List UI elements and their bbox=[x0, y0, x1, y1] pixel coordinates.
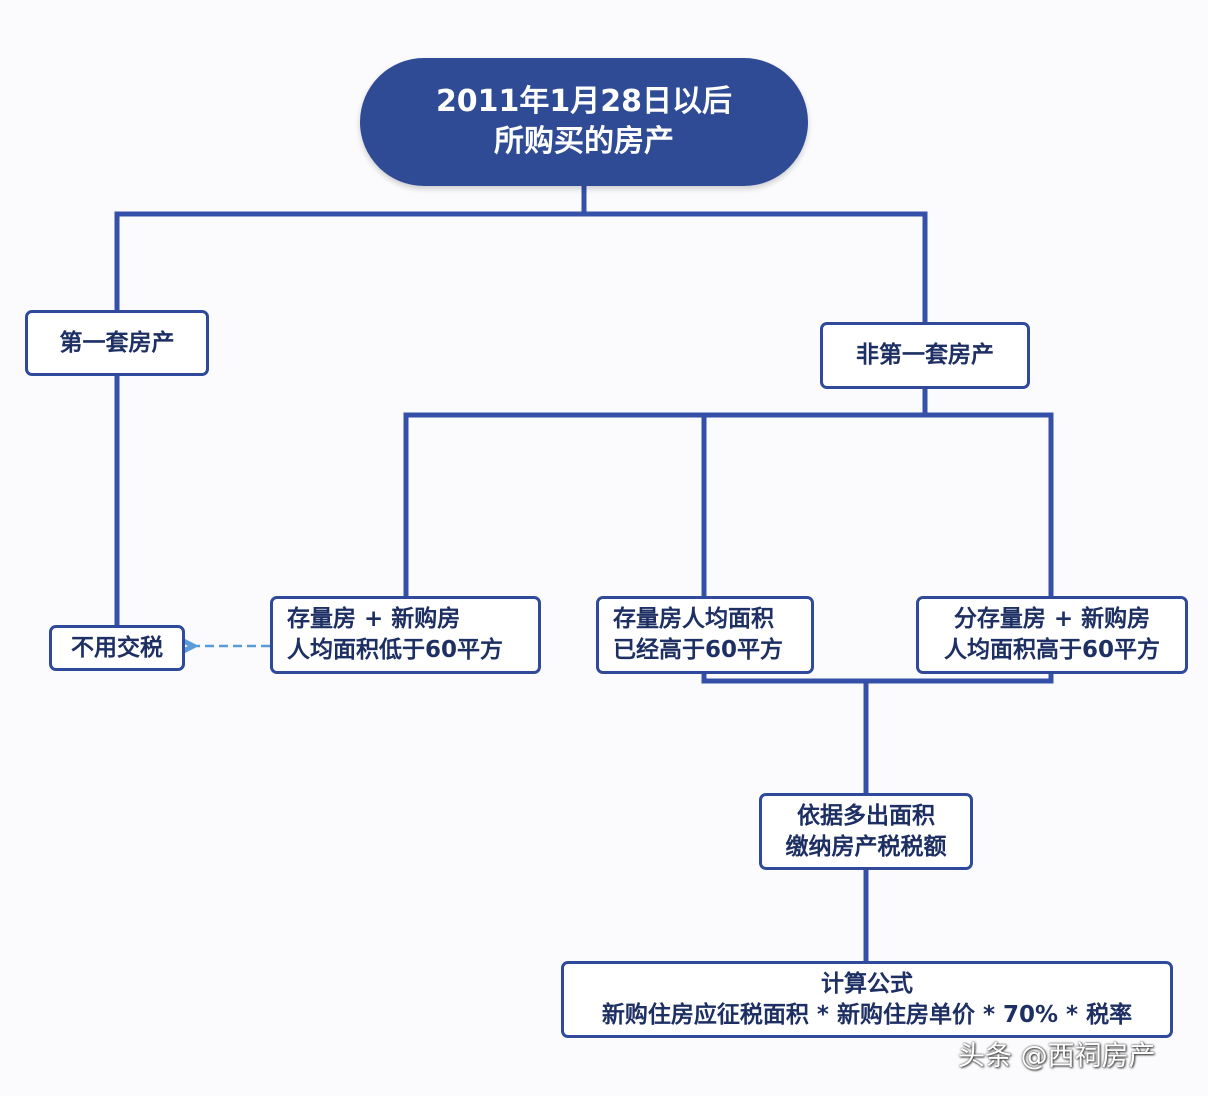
non-first-home-label: 非第一套房产 bbox=[856, 342, 994, 368]
watermark: 头条 @西祠房产 bbox=[958, 1041, 1156, 1072]
case-a-node: 存量房 + 新购房 人均面积低于60平方 bbox=[270, 596, 541, 674]
pay-tax-line-2: 缴纳房产税税额 bbox=[785, 833, 947, 860]
root-line-2: 所购买的房产 bbox=[494, 124, 674, 159]
root-node: 2011年1月28日以后 所购买的房产 bbox=[360, 58, 808, 186]
pay-tax-node: 依据多出面积 缴纳房产税税额 bbox=[759, 793, 973, 870]
case-c-node: 分存量房 + 新购房 人均面积高于60平方 bbox=[916, 596, 1188, 674]
root-line-1: 2011年1月28日以后 bbox=[435, 84, 733, 119]
formula-title: 计算公式 bbox=[821, 970, 913, 997]
no-tax-node: 不用交税 bbox=[49, 625, 185, 671]
case-a-line-1: 存量房 + 新购房 bbox=[287, 606, 461, 632]
pay-tax-line-1: 依据多出面积 bbox=[797, 802, 935, 829]
case-b-line-1: 存量房人均面积 bbox=[613, 606, 774, 632]
case-a-line-2: 人均面积低于60平方 bbox=[287, 637, 504, 663]
case-c-line-2: 人均面积高于60平方 bbox=[943, 637, 1160, 663]
first-home-label: 第一套房产 bbox=[59, 329, 175, 356]
non-first-home-node: 非第一套房产 bbox=[820, 322, 1030, 389]
formula-node: 计算公式 新购住房应征税面积 * 新购住房单价 * 70% * 税率 bbox=[561, 961, 1173, 1038]
case-c-line-1: 分存量房 + 新购房 bbox=[953, 606, 1151, 632]
formula-expression: 新购住房应征税面积 * 新购住房单价 * 70% * 税率 bbox=[601, 1001, 1133, 1028]
case-b-line-2: 已经高于60平方 bbox=[613, 637, 784, 663]
case-b-node: 存量房人均面积 已经高于60平方 bbox=[596, 596, 814, 674]
no-tax-label: 不用交税 bbox=[71, 634, 163, 661]
first-home-node: 第一套房产 bbox=[25, 310, 209, 376]
